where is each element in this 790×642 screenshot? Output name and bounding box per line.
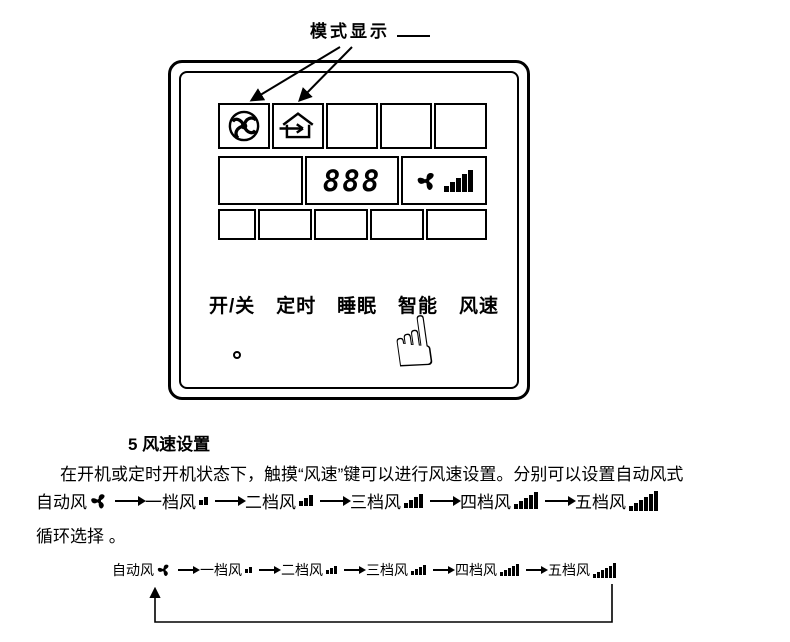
fan-speed-bars-icon [500,564,519,576]
fan-speed-bars-icon [245,567,252,573]
lcd-cell-vent-mode [272,103,324,149]
fan-speed-bars-icon [629,490,658,511]
fan-speed-bars-icon [593,562,616,578]
key-smart: 智能 [398,296,439,317]
fan-speed-bars-icon [411,565,426,575]
fan-icon [157,564,169,576]
speed-2-label: 二档风 [281,562,323,578]
arrow-icon [545,495,576,506]
outro-text: 循环选择 。 [36,527,126,546]
speed-5-label: 五档风 [575,493,626,512]
lcd-cell-blank-small [218,209,256,240]
speed-4-label: 四档风 [455,562,497,578]
arrow-icon [320,495,351,506]
mode-display-callout-label: 模式显示 [310,22,390,41]
lcd-cell-cool-mode [218,103,270,149]
lcd-cell-blank [326,103,378,149]
auto-wind-label: 自动风 [36,493,87,512]
lcd-cell-fan-speed [401,156,487,205]
fan-icon [417,172,434,190]
fan-speed-bars-icon [443,169,473,192]
arrow-icon [259,566,281,574]
intro-paragraph: 在开机或定时开机状态下，触摸“风速”键可以进行风速设置。分别可以设置自动风式 [60,465,684,484]
key-fan-speed: 风速 [458,296,499,317]
house-vent-icon [279,112,314,139]
lcd-cell-blank-small [370,209,424,240]
lcd-cell-blank-small [426,209,487,240]
speed-sequence-inline: 自动风 一档风 二档风 三档风 四档风 五档风 [36,488,661,513]
speed-3-label: 三档风 [366,562,408,578]
fan-speed-bars-icon [514,492,538,509]
section-heading: 5 风速设置 [128,435,211,454]
key-sleep: 睡眠 [337,296,378,317]
lcd-cell-blank-small [258,209,312,240]
cool-swirl-icon [228,110,260,142]
lcd-cell-temperature: 888 [305,156,399,205]
speed-3-label: 三档风 [350,493,401,512]
fan-speed-bars-icon [326,566,337,574]
speed-4-label: 四档风 [460,493,511,512]
lcd-cell-blank-wide [218,156,303,205]
arrow-icon [178,566,200,574]
fan-speed-bars-icon [299,495,313,506]
seven-segment-display: 888 [322,163,382,198]
speed-cycle-diagram: 自动风 一档风 二档风 三档风 四档风 五档风 [112,560,619,580]
arrow-icon [115,495,146,506]
auto-wind-label: 自动风 [112,562,154,578]
lcd-cell-blank [380,103,432,149]
arrow-icon [526,566,548,574]
speed-1-label: 一档风 [145,493,196,512]
arrow-icon [433,566,455,574]
speed-1-label: 一档风 [200,562,242,578]
arrow-icon [430,495,461,506]
lcd-cell-blank-small [314,209,368,240]
speed-2-label: 二档风 [245,493,296,512]
arrow-icon [215,495,246,506]
lcd-cell-blank [434,103,487,149]
key-timer: 定时 [276,296,317,317]
arrow-icon [344,566,366,574]
key-power: 开/关 [209,296,256,317]
fan-speed-bars-icon [404,493,423,508]
cycle-loop-arrow [149,584,613,623]
fan-speed-bars-icon [199,496,208,505]
fan-icon [91,493,105,508]
speed-5-label: 五档风 [548,562,590,578]
touch-key-row: 开/关 定时 睡眠 智能 风速 [209,291,499,318]
indicator-led [233,351,241,359]
